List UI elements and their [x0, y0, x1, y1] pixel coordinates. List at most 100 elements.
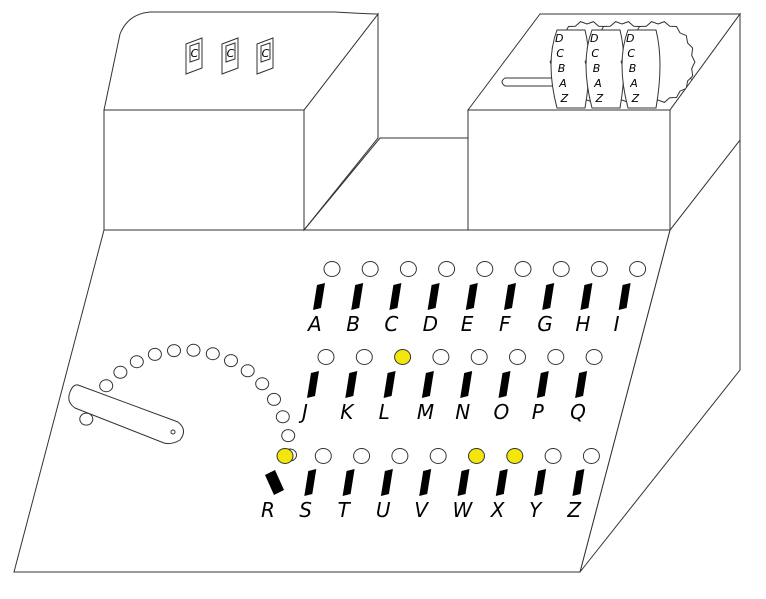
key-cap[interactable]	[465, 283, 478, 310]
key-cap[interactable]	[342, 469, 355, 496]
key-label: Q	[570, 400, 586, 424]
key-cap[interactable]	[457, 469, 470, 496]
key-j[interactable]: J	[298, 349, 335, 425]
key-cap[interactable]	[536, 371, 549, 398]
dial-position[interactable]	[79, 412, 94, 426]
key-cap[interactable]	[421, 371, 434, 398]
key-cap[interactable]	[542, 283, 555, 310]
dial[interactable]	[68, 343, 297, 462]
key-cap[interactable]	[427, 283, 440, 310]
lamp	[476, 261, 494, 277]
key-d[interactable]: D	[423, 261, 456, 337]
dial-position[interactable]	[240, 364, 255, 378]
key-a[interactable]: A	[306, 261, 341, 337]
lamp	[399, 261, 417, 277]
dial-position[interactable]	[224, 354, 238, 368]
key-cap[interactable]	[575, 371, 588, 398]
key-cap[interactable]	[618, 283, 631, 310]
dial-position[interactable]	[255, 377, 270, 391]
key-w[interactable]: W	[453, 448, 485, 523]
lamp	[353, 448, 371, 464]
key-u[interactable]: U	[376, 448, 409, 523]
key-cap[interactable]	[460, 371, 473, 398]
lamp	[629, 261, 647, 277]
key-v[interactable]: V	[414, 448, 447, 523]
lamp	[544, 448, 562, 464]
key-cap[interactable]	[389, 283, 402, 310]
key-pressed[interactable]	[265, 470, 284, 495]
key-label: C	[384, 312, 398, 336]
lever-icon[interactable]	[68, 384, 184, 445]
dial-position[interactable]	[267, 392, 281, 406]
key-h[interactable]: H	[575, 261, 608, 337]
dial-position[interactable]	[129, 355, 144, 369]
dial-position[interactable]	[205, 347, 220, 361]
key-label: E	[461, 312, 474, 336]
key-cap[interactable]	[572, 469, 585, 496]
rotor-window: C	[256, 37, 274, 75]
key-label: I	[614, 312, 620, 336]
dial-position[interactable]	[99, 379, 114, 393]
key-q[interactable]: Q	[570, 349, 603, 425]
rotor-letter: D	[626, 32, 634, 45]
rotor-letter: B	[629, 62, 637, 75]
dial-position[interactable]	[113, 365, 128, 379]
key-cap[interactable]	[304, 469, 317, 496]
key-x[interactable]: X	[490, 448, 524, 523]
dial-position[interactable]	[281, 429, 296, 443]
key-label: A	[306, 312, 322, 336]
lamp	[317, 349, 335, 365]
key-o[interactable]: O	[494, 349, 526, 425]
key-i[interactable]: I	[614, 261, 647, 337]
key-label: Y	[529, 498, 543, 522]
key-cap[interactable]	[383, 371, 396, 398]
key-label: D	[423, 312, 438, 336]
key-y[interactable]: Y	[529, 448, 562, 523]
key-e[interactable]: E	[461, 261, 494, 337]
key-label: P	[532, 400, 545, 424]
key-m[interactable]: M	[417, 349, 450, 425]
key-cap[interactable]	[498, 371, 511, 398]
key-cap[interactable]	[351, 283, 364, 310]
key-k[interactable]: K	[340, 349, 373, 425]
key-f[interactable]: F	[499, 261, 532, 337]
dial-position[interactable]	[275, 410, 290, 424]
dial-position[interactable]	[186, 343, 201, 357]
dial-position[interactable]	[167, 344, 181, 358]
key-cap[interactable]	[313, 283, 325, 310]
rotor-window-letter: C	[262, 47, 270, 60]
key-p[interactable]: P	[532, 349, 565, 425]
rotor-letter: A	[558, 77, 567, 90]
key-cap[interactable]	[380, 469, 393, 496]
rotor-window-letter: C	[227, 47, 235, 60]
key-cap[interactable]	[345, 371, 358, 398]
key-r[interactable]: R	[261, 448, 294, 523]
rotor-letter: C	[591, 47, 599, 60]
key-z[interactable]: Z	[566, 448, 600, 523]
lamp-lit	[506, 448, 524, 464]
key-label: J	[298, 400, 308, 424]
key-cap[interactable]	[504, 283, 516, 310]
key-label: T	[338, 498, 352, 522]
key-c[interactable]: C	[384, 261, 417, 337]
rotor-letter: Z	[631, 92, 640, 105]
lamp	[590, 261, 608, 277]
key-cap[interactable]	[495, 469, 508, 496]
dial-position[interactable]	[147, 347, 162, 361]
key-t[interactable]: T	[338, 448, 371, 523]
key-g[interactable]: G	[537, 261, 570, 337]
key-cap[interactable]	[580, 283, 593, 310]
key-cap[interactable]	[534, 469, 547, 496]
key-b[interactable]: B	[346, 261, 379, 337]
rotor-letter: A	[593, 77, 602, 90]
key-s[interactable]: S	[299, 448, 332, 523]
key-cap[interactable]	[419, 469, 432, 496]
key-cap[interactable]	[307, 371, 319, 398]
key-n[interactable]: N	[455, 349, 488, 425]
lamp	[355, 349, 373, 365]
key-label: B	[346, 312, 360, 336]
key-label: N	[455, 400, 470, 424]
key-l[interactable]: L	[379, 349, 412, 425]
